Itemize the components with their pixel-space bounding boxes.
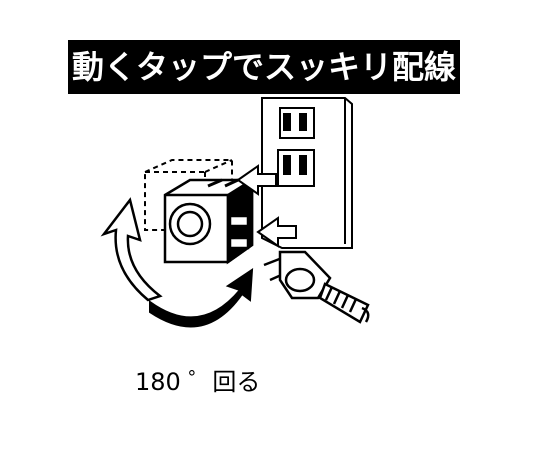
rotation-solid-arrow-icon: [149, 268, 254, 328]
rotation-arrow-icon: [100, 197, 163, 302]
plug-icon: [263, 250, 370, 324]
page-title: 動くタップでスッキリ配線: [68, 40, 460, 94]
insert-arrow-icon: [236, 164, 297, 248]
rotating-adapter-icon: [163, 177, 254, 265]
wall-outlet-icon: [261, 97, 353, 249]
rotation-caption: 180 ゜回る: [135, 368, 261, 396]
